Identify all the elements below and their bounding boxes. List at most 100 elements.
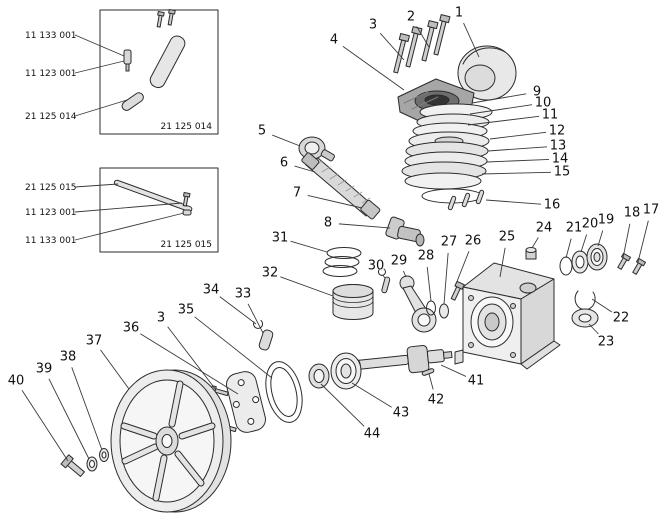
callout-number: 34 <box>203 283 220 298</box>
callout-number: 38 <box>60 350 77 365</box>
callout-leader-line <box>486 159 550 163</box>
callout-number: 14 <box>552 152 569 167</box>
callout-number: 26 <box>465 234 482 249</box>
part-27-washer <box>439 303 449 319</box>
callout-leader-line <box>455 251 470 285</box>
part-29-connecting-rod <box>399 275 437 333</box>
callout-leader-line <box>290 240 328 253</box>
callout-number: 1 <box>455 6 463 21</box>
callout-leader-line <box>320 383 365 427</box>
callout-number: 3 <box>157 311 165 326</box>
callout-number: 8 <box>324 216 332 231</box>
callout-number: 33 <box>235 287 252 302</box>
part-43-bearing <box>330 352 362 390</box>
callout-number: 13 <box>550 139 567 154</box>
callout-leader-line <box>351 382 392 408</box>
callout-leader-line <box>140 333 239 395</box>
callout-number: 24 <box>536 221 553 236</box>
callout-leader-line <box>580 234 588 253</box>
callout-leader-line <box>100 349 130 390</box>
part-code-leader-line <box>74 60 125 74</box>
callout-number: 43 <box>393 406 410 421</box>
part-31-piston-rings <box>322 247 362 277</box>
callout-leader-line <box>428 373 434 390</box>
callout-leader-line <box>219 296 257 325</box>
part-40-bolt <box>60 454 85 477</box>
callout-number: 4 <box>330 33 338 48</box>
part-33-pin-sleeve <box>258 329 274 351</box>
part-26-bolt <box>450 280 465 301</box>
callout-number: 40 <box>8 374 25 389</box>
part-44-oil-seal <box>308 363 330 389</box>
callout-leader-line <box>597 230 604 247</box>
callout-leader-line <box>565 238 572 259</box>
part-32-piston <box>332 284 374 320</box>
part-34-circlip <box>253 320 264 329</box>
callout-leader-line <box>48 378 90 460</box>
callout-leader-line <box>294 165 316 173</box>
part-41-crankshaft <box>351 345 453 374</box>
part-19-bearing <box>586 243 608 271</box>
callout-number: 6 <box>280 156 288 171</box>
callout-number: 37 <box>86 334 103 349</box>
part-36-side-cover <box>226 371 266 433</box>
part-code-label: 11 133 001 <box>25 236 77 246</box>
part-38-washer <box>99 448 109 462</box>
part-23-bearing-cover <box>571 308 599 328</box>
callout-leader-line <box>591 298 613 313</box>
callout-number: 9 <box>533 85 541 100</box>
part-17-bolt <box>632 257 646 275</box>
part-20-seal <box>571 250 589 274</box>
part-39-washer <box>86 456 98 472</box>
part-code-label: 11 123 001 <box>25 208 77 218</box>
callout-number: 25 <box>499 230 516 245</box>
callout-number: 41 <box>468 374 485 389</box>
callout-leader-line <box>499 247 506 278</box>
callout-number: 19 <box>598 213 615 228</box>
callout-number: 5 <box>258 124 266 139</box>
part-22-circlip <box>574 290 596 311</box>
inset-box-1 <box>99 9 219 135</box>
callout-leader-line <box>637 220 649 263</box>
callout-number: 31 <box>272 231 289 246</box>
callout-number: 11 <box>542 108 559 123</box>
callout-leader-line <box>531 237 539 249</box>
callout-leader-line <box>481 171 552 175</box>
callout-number: 23 <box>598 335 615 350</box>
part-6-outlet-hose <box>301 152 377 217</box>
callout-number: 20 <box>582 217 599 232</box>
part-1-head-cover <box>457 45 517 101</box>
callout-leader-line <box>487 146 548 152</box>
callout-number: 28 <box>418 249 435 264</box>
callout-leader-line <box>443 252 449 305</box>
callout-leader-line <box>469 104 533 115</box>
part-code-label: 11 123 001 <box>25 69 77 79</box>
callout-number: 36 <box>123 321 140 336</box>
inset-1-code-label: 21 125 014 <box>160 122 212 132</box>
callout-number: 22 <box>613 311 630 326</box>
callout-leader-line <box>467 115 540 126</box>
callout-leader-line <box>485 199 542 205</box>
callout-leader-line <box>247 303 264 334</box>
callout-number: 10 <box>535 96 552 111</box>
callout-number: 42 <box>428 393 445 408</box>
callout-number: 32 <box>262 266 279 281</box>
part-code-label: 11 133 001 <box>25 31 77 41</box>
part-37-flywheel <box>110 369 232 513</box>
part-code-leader-line <box>74 34 125 57</box>
callout-leader-line <box>272 134 301 147</box>
callout-number: 30 <box>368 259 385 274</box>
callout-leader-line <box>21 389 69 462</box>
part-code-leader-line <box>74 99 128 117</box>
callout-leader-line <box>382 274 386 279</box>
inset-2-code-label: 21 125 015 <box>160 240 212 250</box>
callout-number: 7 <box>293 186 301 201</box>
callout-leader-line <box>342 46 405 91</box>
callout-number: 44 <box>364 427 381 442</box>
part-8-check-valve <box>385 216 425 247</box>
callout-number: 16 <box>544 198 561 213</box>
callout-number: 12 <box>549 124 566 139</box>
